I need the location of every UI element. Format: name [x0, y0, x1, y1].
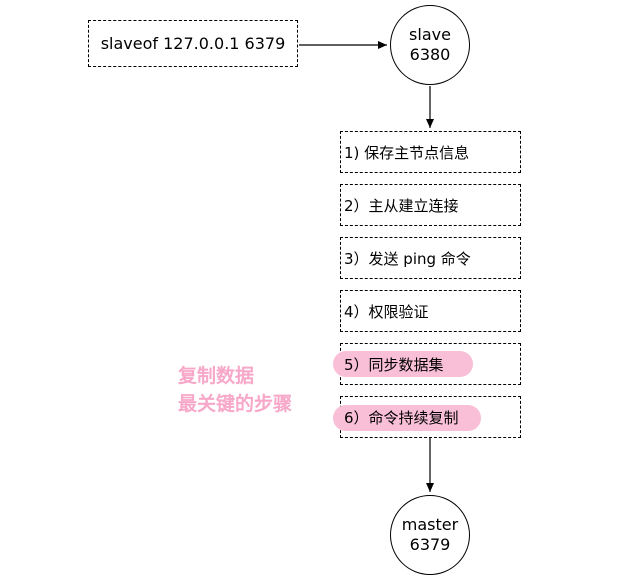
step-5-highlight — [333, 351, 473, 377]
step-3-send-ping: 3）发送 ping 命令 — [340, 237, 521, 279]
key-steps-note-line-2: 最关键的步骤 — [178, 393, 293, 415]
slave-node-port: 6380 — [409, 45, 451, 64]
slaveof-command-box: slaveof 127.0.0.1 6379 — [88, 20, 298, 67]
master-node: master 6379 — [390, 495, 470, 575]
step-4-authentication: 4）权限验证 — [340, 290, 521, 332]
slave-node: slave 6380 — [390, 5, 470, 85]
step-1-label: 1) 保存主节点信息 — [344, 143, 470, 162]
step-2-label: 2）主从建立连接 — [344, 196, 459, 215]
slaveof-command-text: slaveof 127.0.0.1 6379 — [100, 34, 286, 53]
master-node-name: master — [401, 515, 459, 534]
slave-node-name: slave — [409, 25, 451, 44]
step-5-sync-dataset: 5）同步数据集 — [333, 343, 521, 385]
step-3-label: 3）发送 ping 命令 — [344, 249, 471, 268]
key-steps-note: 复制数据 最关键的步骤 — [178, 362, 292, 418]
step-6-highlight — [333, 405, 481, 431]
key-steps-note-line-1: 复制数据 — [178, 365, 255, 387]
master-node-port: 6379 — [409, 535, 451, 554]
step-6-command-propagation: 6）命令持续复制 — [333, 396, 521, 438]
step-5-label: 5）同步数据集 — [344, 355, 444, 374]
step-4-label: 4）权限验证 — [344, 302, 429, 321]
step-6-label: 6）命令持续复制 — [344, 408, 459, 427]
step-2-establish-connection: 2）主从建立连接 — [340, 184, 521, 226]
step-1-save-master-info: 1) 保存主节点信息 — [340, 131, 521, 173]
